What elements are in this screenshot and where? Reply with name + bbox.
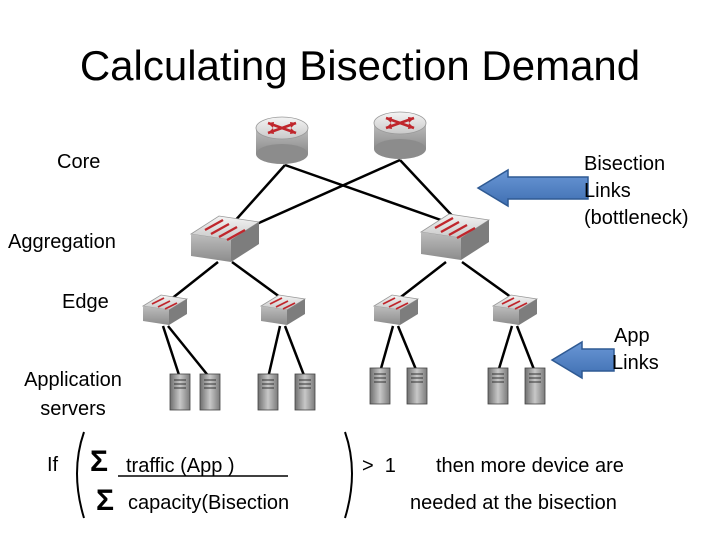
- edge-switch-icon: [372, 294, 420, 325]
- link: [161, 325, 182, 379]
- formula-numerator: traffic (App ): [126, 455, 235, 477]
- edge-switch-icon: [259, 294, 307, 325]
- edge-switch-icon: [491, 294, 539, 325]
- server-icon: [199, 373, 221, 411]
- edge-server-links: [161, 325, 537, 379]
- link: [266, 325, 282, 379]
- link: [515, 325, 537, 373]
- server-icon: [487, 367, 509, 405]
- link: [461, 260, 516, 302]
- server-icon: [169, 373, 191, 411]
- servers: [169, 367, 546, 411]
- server-icon: [524, 367, 546, 405]
- link: [169, 261, 219, 301]
- aggregation-edge-links: [169, 260, 516, 302]
- edge-label: Edge: [62, 291, 109, 313]
- aggregation-switch-icon: [189, 215, 261, 262]
- application-servers-label: Application servers: [24, 369, 122, 420]
- formula-denominator: capacity(Bisection: [128, 492, 290, 514]
- link: [378, 325, 395, 373]
- link: [396, 261, 447, 301]
- formula-conclusion-line2: needed at the bisection: [410, 492, 617, 514]
- link: [231, 260, 285, 302]
- link: [167, 325, 211, 379]
- link: [399, 159, 459, 223]
- link: [496, 325, 514, 373]
- edge-switch-icon: [141, 294, 189, 325]
- aggregation-label: Aggregation: [8, 231, 116, 253]
- core-aggregation-links: [224, 158, 459, 237]
- formula-conclusion-line1: then more device are: [436, 455, 624, 477]
- server-icon: [294, 373, 316, 411]
- server-icon: [369, 367, 391, 405]
- sigma-denominator: Σ: [96, 484, 115, 517]
- core-router-icon: [373, 111, 427, 159]
- link: [231, 158, 401, 237]
- core-router-icon: [255, 116, 309, 164]
- page-title: Calculating Bisection Demand: [79, 42, 641, 89]
- left-paren: [76, 431, 85, 519]
- app-arrow-icon: [550, 340, 615, 380]
- aggregation-switch-icon: [419, 213, 491, 260]
- bisection-arrow-icon: [476, 168, 589, 208]
- sigma-numerator: Σ: [90, 445, 109, 478]
- server-icon: [406, 367, 428, 405]
- core-label: Core: [57, 151, 101, 173]
- app-links-label: App Links: [612, 325, 659, 374]
- formula-if: If: [47, 454, 59, 476]
- server-icon: [257, 373, 279, 411]
- right-paren: [344, 431, 353, 519]
- formula-comparison: > 1: [362, 455, 396, 477]
- link: [284, 163, 456, 227]
- link: [396, 325, 419, 373]
- bisection-links-label: Bisection Links (bottleneck): [584, 153, 689, 229]
- link: [283, 325, 307, 379]
